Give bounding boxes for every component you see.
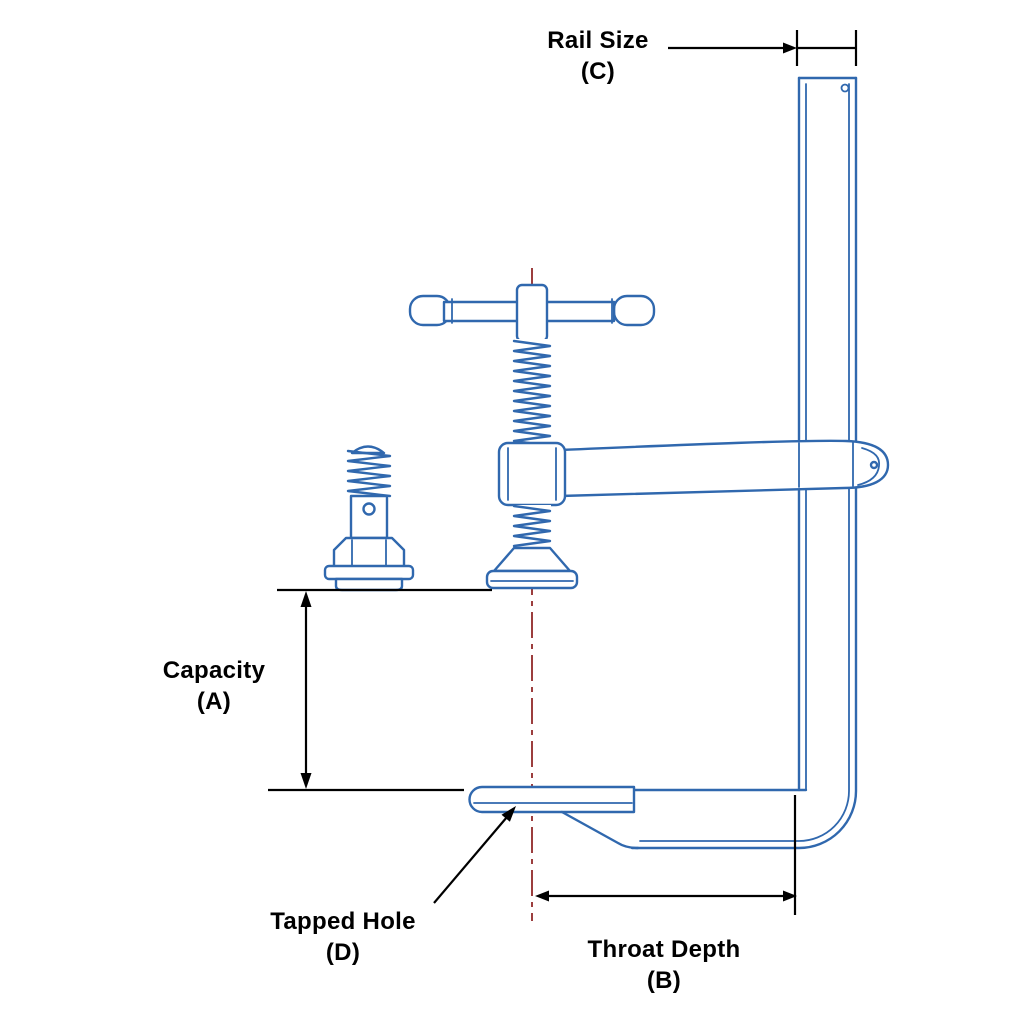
- label-tapped-hole: Tapped Hole (D): [270, 906, 416, 968]
- leader-tapped-hole: [433, 806, 516, 904]
- swivel-pad: [485, 504, 579, 590]
- spare-screw-assembly: [323, 445, 415, 592]
- screw-head: [515, 283, 549, 343]
- label-rail-size-designator: (C): [580, 58, 616, 85]
- label-throat-depth-text: Throat Depth: [587, 936, 741, 963]
- dimension-rail-size: [668, 30, 858, 66]
- clamp-body: [323, 76, 890, 850]
- rail: [630, 76, 858, 850]
- fixed-jaw: [468, 785, 640, 850]
- label-capacity: Capacity (A): [163, 655, 265, 717]
- sliding-arm: [558, 439, 890, 498]
- dimension-throat-depth: [535, 795, 797, 915]
- label-capacity-text: Capacity: [162, 657, 266, 684]
- label-capacity-designator: (A): [196, 688, 232, 715]
- screw-boss: [497, 441, 567, 507]
- label-tapped-hole-text: Tapped Hole: [270, 908, 416, 935]
- dimension-capacity: [268, 588, 492, 792]
- clamp-screw: [512, 339, 552, 448]
- label-rail-size: Rail Size (C): [547, 25, 648, 87]
- label-throat-depth: Throat Depth (B): [588, 934, 741, 996]
- label-tapped-hole-designator: (D): [325, 939, 361, 966]
- label-throat-depth-designator: (B): [646, 967, 682, 994]
- t-handle: [408, 283, 656, 343]
- label-rail-size-text: Rail Size: [547, 27, 649, 54]
